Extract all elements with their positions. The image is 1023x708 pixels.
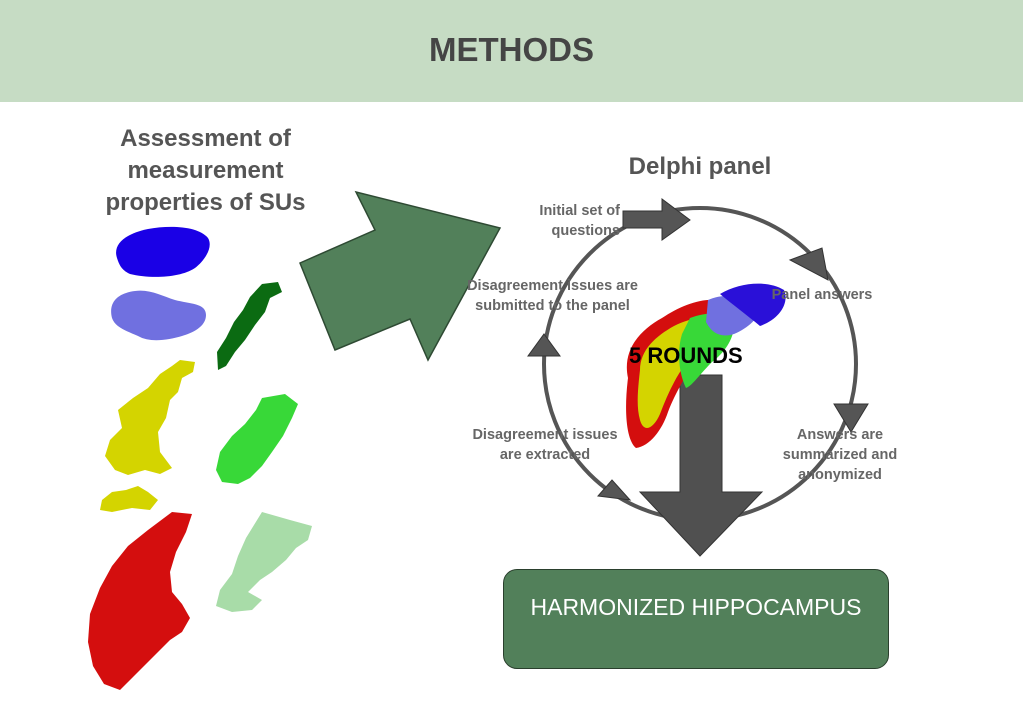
header-banner: METHODS (0, 0, 1023, 102)
step-panel-answers: Panel answers (771, 287, 873, 303)
arrowhead-summarized (833, 403, 869, 433)
harmonized-hippocampus-box: HARMONIZED HIPPOCAMPUS (503, 569, 889, 669)
segmentation-lavender (111, 290, 206, 341)
big-green-arrow (299, 190, 502, 362)
arrow-initial-questions (622, 198, 691, 241)
segmentation-red (88, 512, 192, 690)
down-arrow (638, 374, 764, 557)
hippocampus-3d-model (626, 283, 786, 448)
left-heading: Assessment of measurement properties of … (105, 125, 306, 216)
segmentation-dark-green (217, 282, 282, 370)
step-answers-summarized: Answers are summarized and anonymized (782, 427, 898, 483)
arrowhead-submitted (527, 333, 561, 357)
delphi-panel-title: Delphi panel (628, 153, 772, 180)
step-disagreement-submitted: Disagreement issues are submitted to the… (467, 278, 638, 314)
step-initial-questions: Initial set of questions (539, 203, 620, 239)
segmentation-blue (116, 226, 210, 277)
page-title: METHODS (429, 31, 594, 68)
segmentation-bright-green (216, 394, 298, 484)
segmentation-pale-green (216, 512, 312, 612)
rounds-label: 5 ROUNDS (629, 343, 743, 368)
segmentation-yellow (105, 360, 195, 475)
step-disagreement-extracted: Disagreement issues are extracted (472, 427, 618, 463)
arrowhead-panel-answers (788, 247, 829, 281)
result-label: HARMONIZED HIPPOCAMPUS (530, 594, 862, 620)
segmentation-yellow-small (100, 486, 158, 512)
arrowhead-extracted (597, 479, 632, 501)
